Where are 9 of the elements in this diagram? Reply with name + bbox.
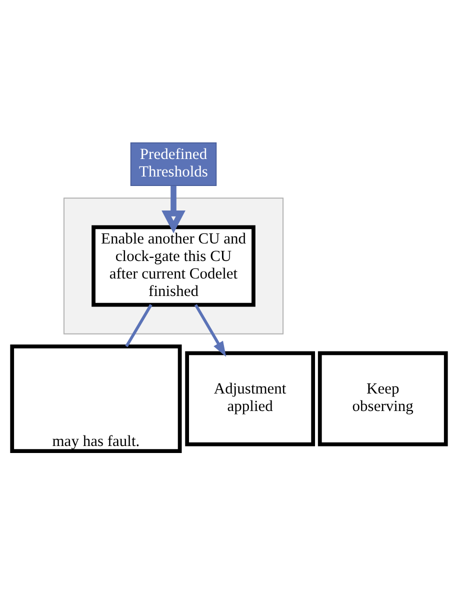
- arrow: [162, 185, 186, 233]
- node-box: Keep observing: [318, 350, 448, 446]
- connector: [125, 304, 152, 347]
- node-box: Adjustment applied: [185, 350, 316, 446]
- node-box: Enable another CU and clock-gate this CU after current Codelet finished: [92, 224, 256, 306]
- cluster: [63, 197, 284, 334]
- arrow: [194, 304, 226, 356]
- node-box: Predefined Thresholds: [130, 142, 217, 186]
- node-box: may has fault.: [10, 344, 182, 453]
